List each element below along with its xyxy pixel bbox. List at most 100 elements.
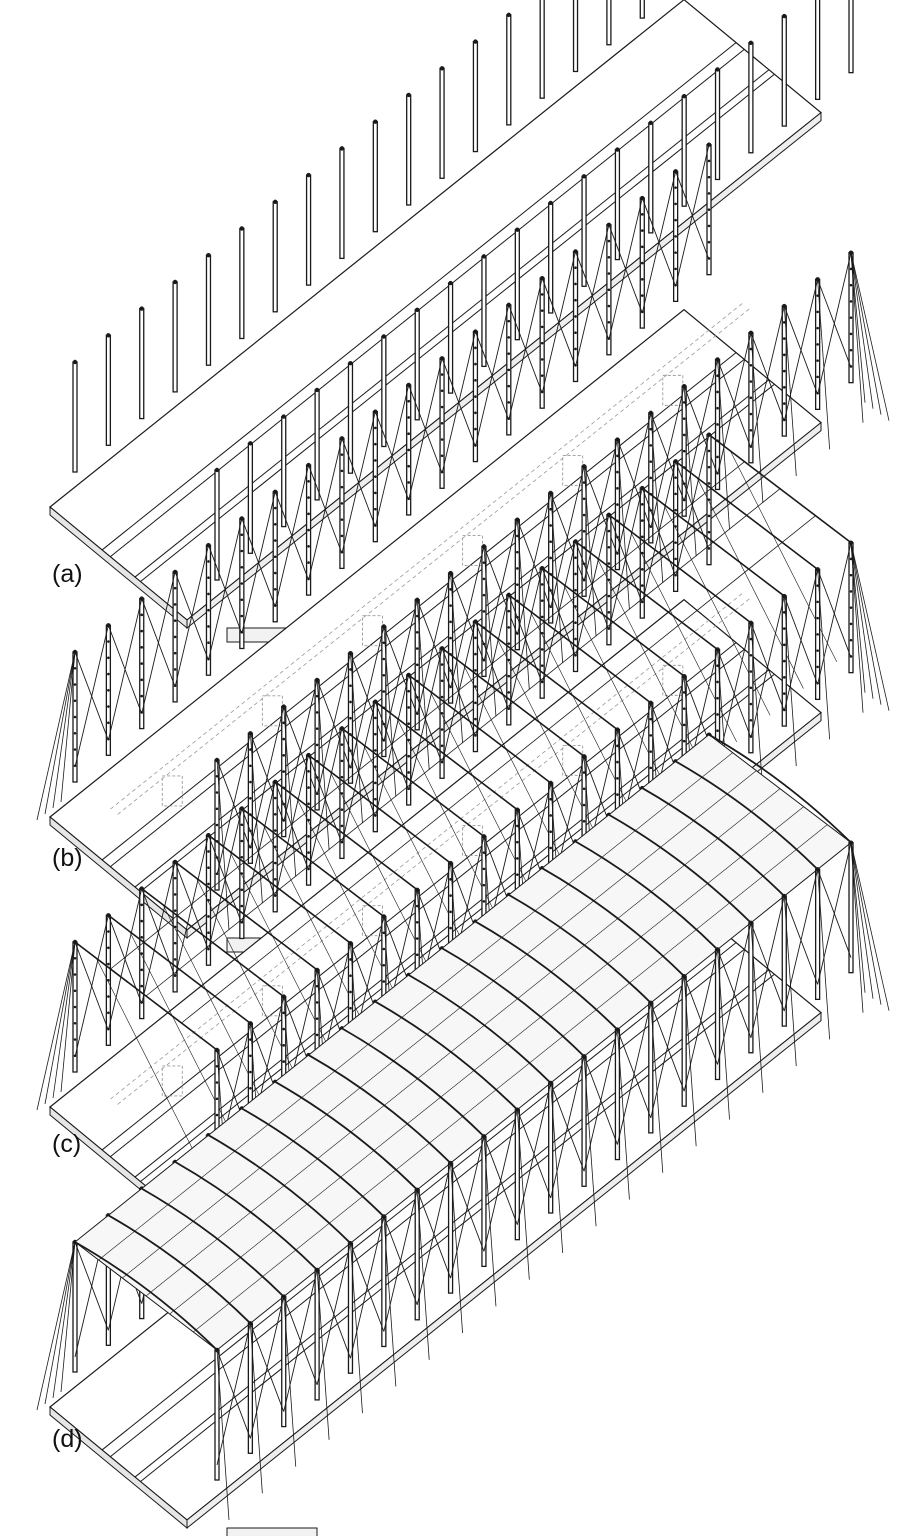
column [506,14,512,126]
column-node [449,604,452,607]
column-node [315,743,319,747]
column-cap [615,147,620,152]
column-node [607,320,611,324]
column-node [640,584,644,587]
column-node [574,621,577,625]
column-node [607,545,611,549]
column-node [707,159,711,163]
column-node [849,590,853,593]
brace-back [174,545,209,687]
column-node [540,599,544,602]
stay-cable [483,1136,497,1307]
brace-back [241,491,276,634]
deck-groove [140,73,775,582]
column-node [640,278,644,281]
column-node [574,347,577,351]
column-node [849,606,853,609]
column-node [782,627,786,630]
end-guy-cable [850,542,874,699]
column-cap [439,356,445,361]
column-node [240,904,244,908]
roof-arch [408,974,552,1084]
column-node [582,819,586,823]
column-node [574,556,577,560]
column-node [440,728,444,731]
deck-groove [101,42,737,551]
brace-front [717,922,752,1065]
stay-cable [850,252,864,423]
column-cap [172,279,178,285]
brace-back [274,464,310,607]
column-node [140,694,144,698]
brace-front [817,842,852,985]
column-node [782,337,786,340]
column-node [707,530,711,534]
brace-back [474,594,510,737]
panel-label-roof: (d) [52,1425,83,1453]
column-node [549,507,552,511]
column-node [73,1021,77,1025]
column-node [707,449,711,453]
column-node [374,716,377,720]
column-node [516,534,519,538]
brace-front [383,599,418,742]
column-node [682,723,686,727]
column-node [540,374,544,377]
brace-front [683,949,718,1092]
brace-front [683,359,718,502]
column-node [507,319,511,323]
stay-cable [850,542,864,713]
column-cap [715,67,720,72]
column-node [516,550,519,554]
column-cap [782,13,787,19]
brace-front [416,1162,452,1305]
column-node [549,830,552,834]
column-node [849,573,853,577]
column-node [574,637,577,641]
column-node [816,326,819,330]
roof-arch [107,1214,252,1324]
deck-support [226,1527,318,1536]
column-node [382,657,386,661]
stay-cable [583,1056,597,1227]
column-node [349,1006,352,1010]
column [539,0,545,99]
tie-cable [96,958,204,1170]
column-node [374,475,377,478]
column-node [273,539,277,542]
column-node [640,503,644,506]
column-node [516,840,519,844]
column-node [240,614,244,618]
column-node [540,325,544,329]
column-node [215,1064,219,1068]
column-cap [515,227,520,232]
column-node [249,748,252,751]
column-node [674,202,677,206]
stay-cable [683,976,697,1147]
column-node [616,470,619,474]
column-node [540,615,544,619]
brace-front [583,439,618,582]
column [814,0,821,101]
column-node [407,706,410,709]
column-cap [548,200,553,206]
column-node [282,754,286,757]
column-node [107,705,110,708]
column [239,227,245,340]
column-node [749,653,753,657]
column-node [482,610,486,613]
column-cap [339,146,345,151]
column-node [273,571,277,575]
column-node [749,670,753,673]
column-node [540,293,544,296]
column-node [340,824,344,828]
column-node [640,519,644,522]
column-node [507,642,511,645]
column-node [307,561,310,564]
column-node [716,374,719,378]
column-cap [506,12,511,18]
brace-front [249,1296,285,1439]
column-node [682,433,686,437]
column-node [574,331,577,335]
column-node [240,533,244,537]
